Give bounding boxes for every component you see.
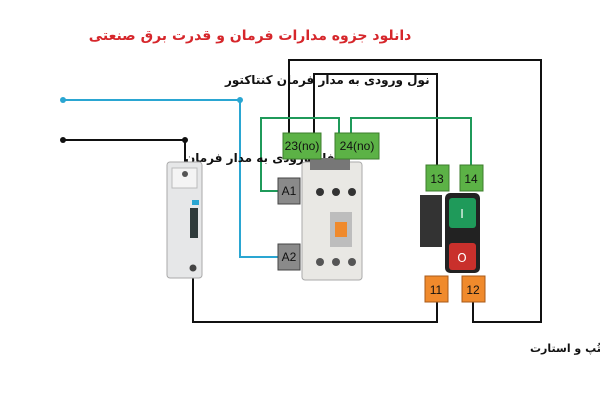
svg-text:A1: A1: [282, 184, 297, 198]
terminal-23no: 23(no): [282, 132, 322, 160]
stop-symbol: O: [457, 251, 466, 265]
svg-text:11: 11: [430, 283, 443, 297]
terminal-14: 14: [459, 164, 484, 192]
diagram-title: دانلود جزوه مدارات فرمان و قدرت برق صنعت…: [89, 28, 412, 44]
neutral-dot-right: [237, 97, 243, 103]
svg-text:14: 14: [464, 172, 478, 186]
terminal-24no: 24(no): [334, 132, 380, 160]
phase-dot-left: [60, 137, 66, 143]
start-button: [449, 198, 476, 228]
black-wires: [63, 59, 542, 323]
terminal-a2: A2: [277, 243, 301, 271]
terminal-11: 11: [424, 275, 449, 303]
wire-24-to-13: [313, 73, 438, 190]
svg-text:23(no): 23(no): [285, 139, 320, 153]
contactor: [301, 158, 363, 281]
neutral-wire: [63, 99, 278, 258]
svg-text:24(no): 24(no): [340, 139, 375, 153]
terminal-12: 12: [461, 275, 486, 303]
diagram-caption: مدار فرمان کنتاکتور با شستی استُپ و استا…: [530, 342, 600, 355]
mcb-breaker: [166, 161, 203, 279]
wire-breaker-to-11: [192, 278, 438, 323]
terminal-13: 13: [425, 164, 450, 192]
start-stop-pushbutton: I O: [420, 193, 480, 273]
neutral-dot-left: [60, 97, 66, 103]
svg-text:12: 12: [466, 283, 480, 297]
svg-text:A2: A2: [282, 250, 297, 264]
start-symbol: I: [460, 207, 464, 221]
svg-text:13: 13: [430, 172, 444, 186]
neutral-input-label: نول ورودی به مدار فرمان کنتاکتور: [224, 73, 430, 88]
wire-23-to-12: [288, 59, 542, 323]
terminal-a1: A1: [277, 177, 301, 205]
phase-dot-right: [182, 137, 188, 143]
stop-button: [449, 243, 476, 270]
